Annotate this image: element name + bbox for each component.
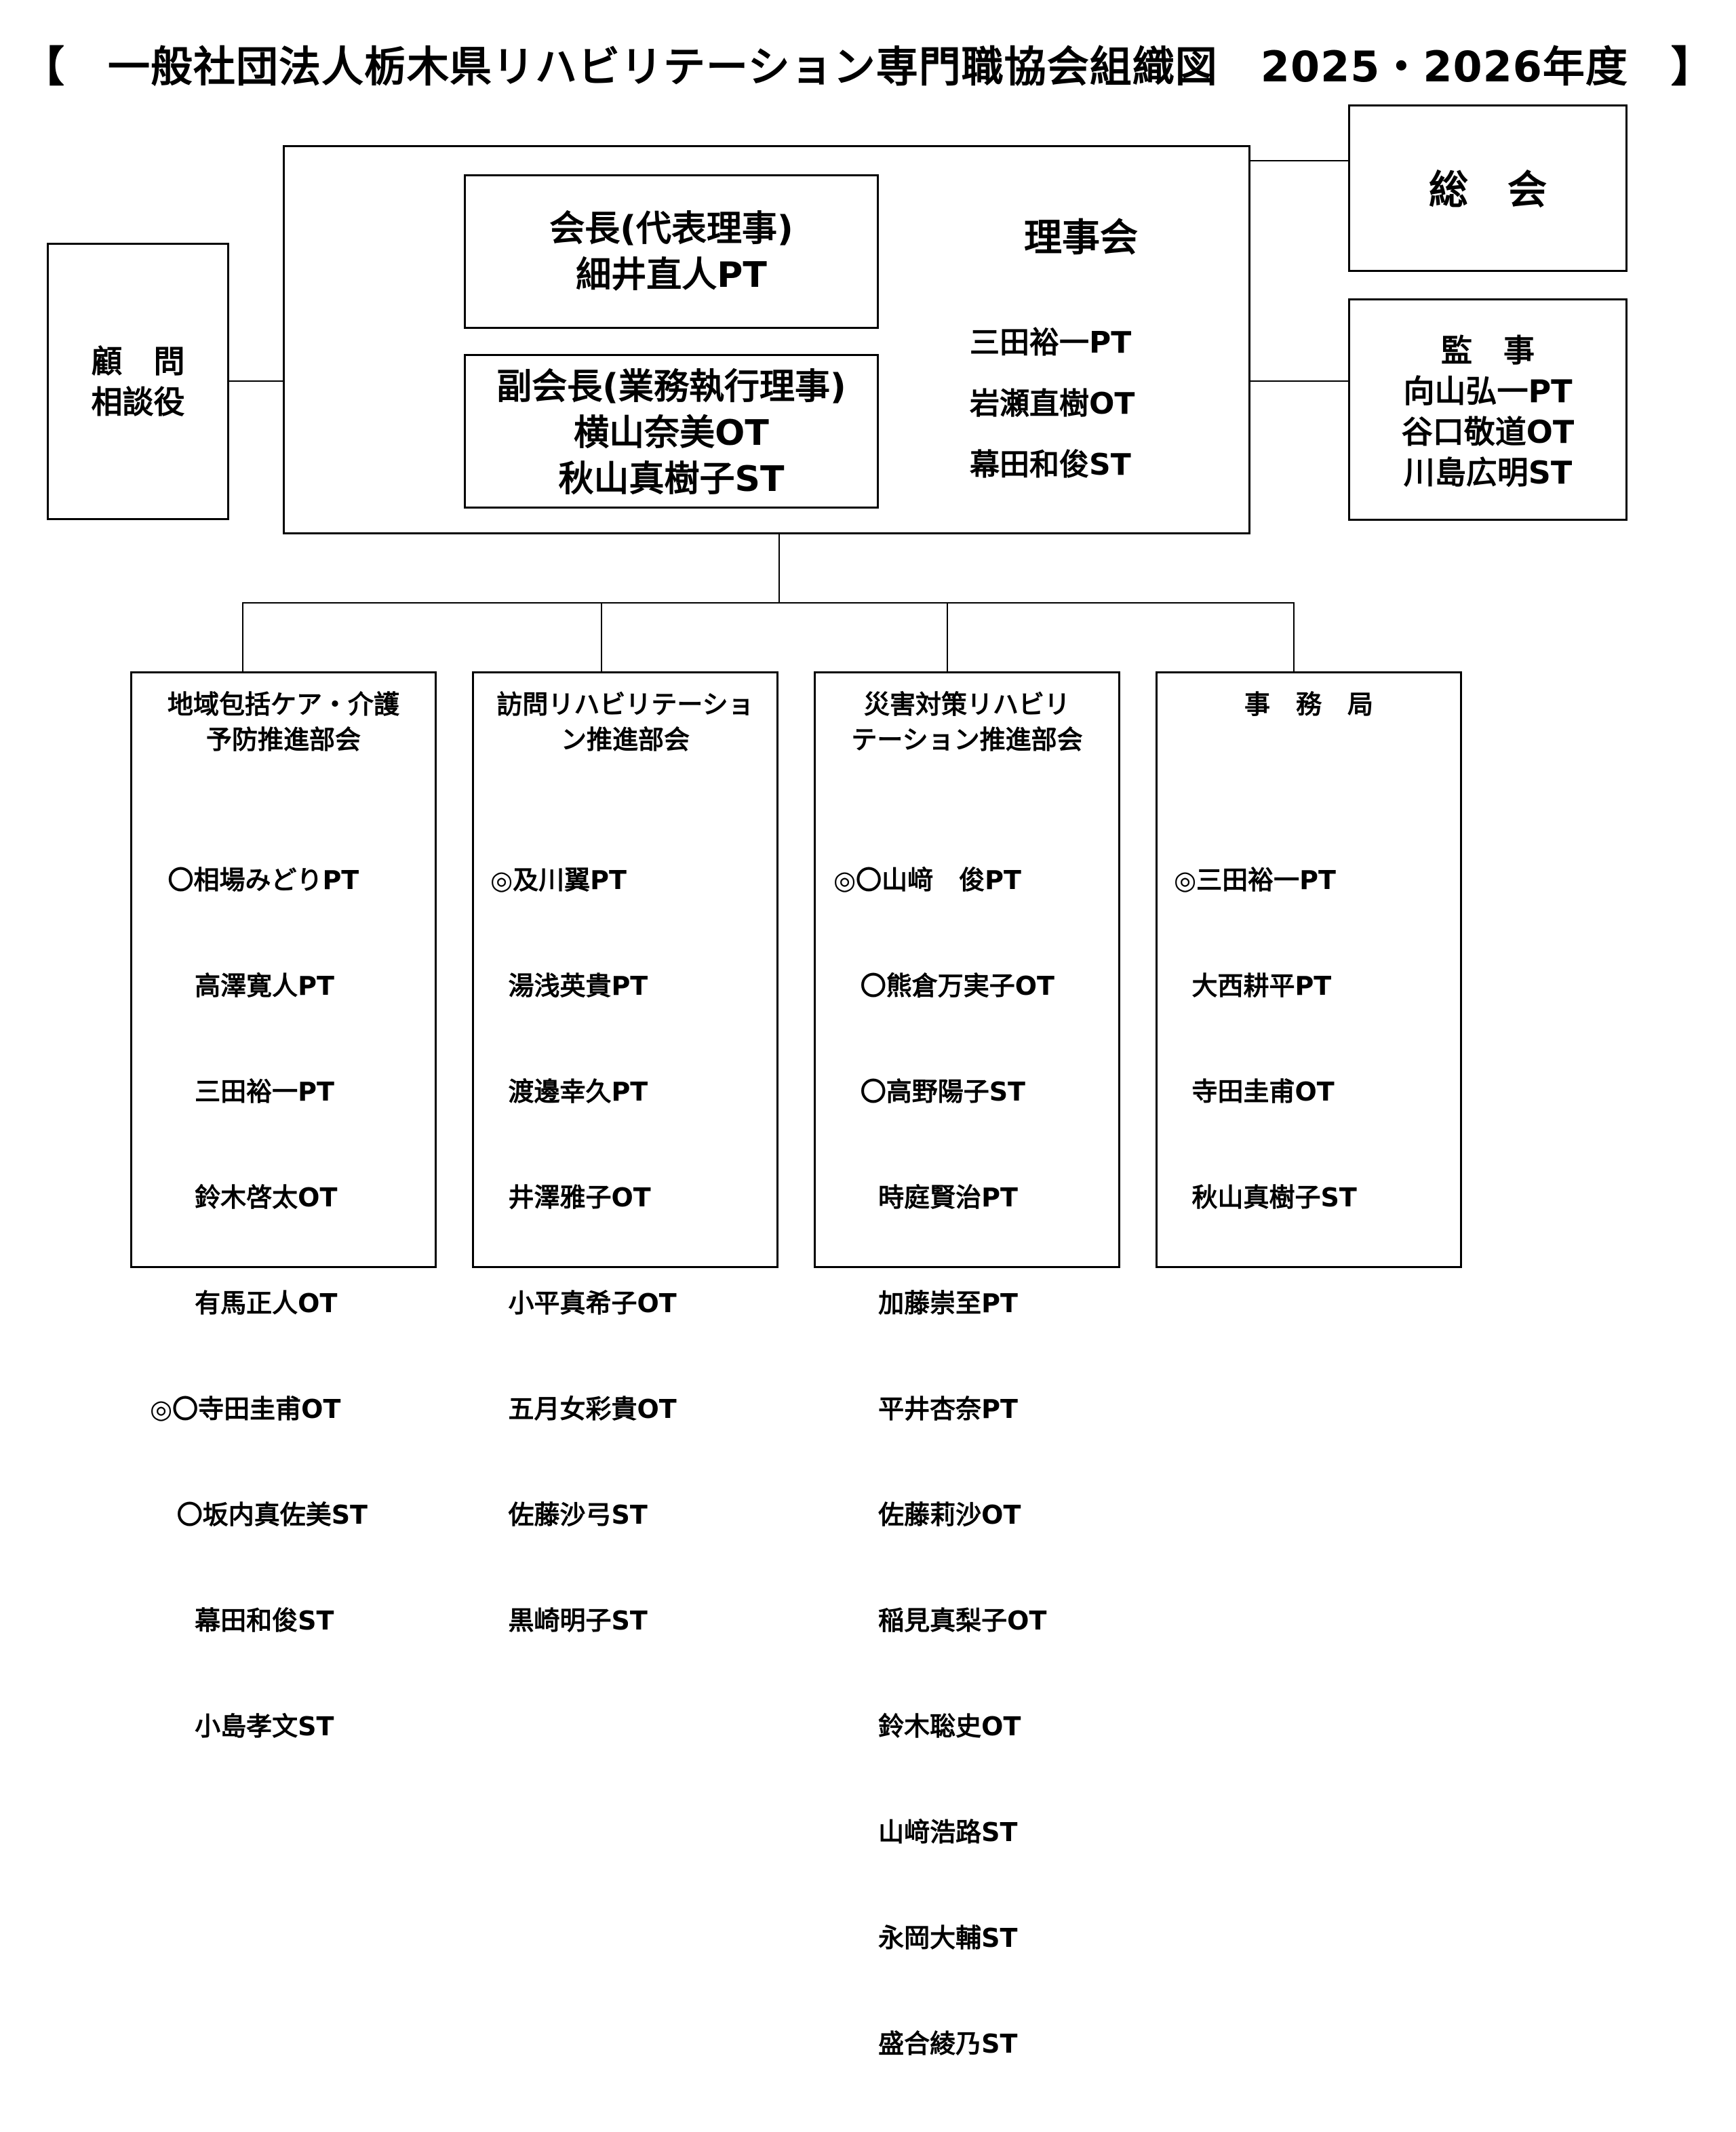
member-name: 佐藤沙弓ST	[490, 1500, 648, 1530]
member-list: ◎及川翼PT 湯浅英貴PT 渡邊幸久PT 井澤雅子OT 小平真希子OT 五月女彩…	[490, 792, 677, 1709]
connector-board-auditors	[1249, 380, 1349, 382]
member-name: ◎及川翼PT	[490, 865, 627, 895]
advisor-box: 顧 問 相談役	[47, 243, 229, 520]
vice-president-name: 横山奈美OT	[574, 413, 769, 454]
department-title: ン推進部会	[560, 725, 690, 755]
member-name: 五月女彩貴OT	[490, 1394, 677, 1424]
member-name: 〇坂内真佐美ST	[150, 1500, 368, 1530]
member-list: ◎〇山﨑 俊PT 〇熊倉万実子OT 〇高野陽子ST 時庭賢治PT 加藤崇至PT …	[833, 792, 1054, 2132]
department-title: テーション推進部会	[851, 725, 1083, 755]
vice-president-role: 副会長(業務執行理事)	[496, 367, 846, 408]
director-name: 岩瀬直樹OT	[970, 387, 1135, 421]
member-name: 〇高野陽子ST	[833, 1077, 1025, 1107]
council-label: 理事会	[1024, 216, 1138, 260]
department-title: 事 務 局	[1244, 690, 1373, 719]
member-name: 黒崎明子ST	[490, 1606, 648, 1636]
member-name: ◎三田裕一PT	[1174, 865, 1336, 895]
member-name: 井澤雅子OT	[490, 1183, 651, 1212]
connector-dept-1	[242, 602, 243, 671]
department-box: 事 務 局 ◎三田裕一PT 大西耕平PT 寺田圭甫OT 秋山真樹子ST	[1156, 671, 1462, 1268]
member-name: 時庭賢治PT	[833, 1183, 1018, 1212]
member-name: ◎〇山﨑 俊PT	[833, 865, 1021, 895]
vice-president-box: 副会長(業務執行理事) 横山奈美OT 秋山真樹子ST	[464, 354, 879, 509]
department-box: 訪問リハビリテーショ ン推進部会 ◎及川翼PT 湯浅英貴PT 渡邊幸久PT 井澤…	[472, 671, 778, 1636]
member-name: 小島孝文ST	[150, 1712, 334, 1741]
member-name: 山﨑浩路ST	[833, 1817, 1018, 1847]
auditor-name: 川島広明ST	[1403, 454, 1573, 491]
member-name: 渡邊幸久PT	[490, 1077, 648, 1107]
member-name: 幕田和俊ST	[150, 1606, 334, 1636]
president-box: 会長(代表理事) 細井直人PT	[464, 174, 879, 329]
member-name: 佐藤莉沙OT	[833, 1500, 1021, 1530]
member-name: 大西耕平PT	[1174, 971, 1332, 1001]
vice-president-name: 秋山真樹子ST	[558, 459, 785, 500]
director-name: 三田裕一PT	[970, 325, 1132, 360]
director-name: 幕田和俊ST	[970, 448, 1131, 482]
general-assembly-label: 総 会	[1428, 167, 1547, 213]
member-name: ◎〇寺田圭甫OT	[150, 1394, 341, 1424]
connector-dept-2	[601, 602, 602, 671]
president-role: 会長(代表理事)	[549, 209, 793, 250]
member-name: 有馬正人OT	[150, 1288, 338, 1318]
department-title: 訪問リハビリテーショ	[496, 690, 754, 719]
general-assembly-box: 総 会	[1348, 104, 1628, 272]
connector-dept-3	[947, 602, 948, 671]
auditor-name: 谷口敬道OT	[1401, 414, 1575, 450]
department-box: 地域包括ケア・介護 予防推進部会 〇相場みどりPT 高澤寛人PT 三田裕一PT …	[130, 671, 437, 1741]
auditors-box: 監 事 向山弘一PT 谷口敬道OT 川島広明ST	[1348, 298, 1628, 521]
member-name: 鈴木聡史OT	[833, 1712, 1021, 1741]
member-name: 三田裕一PT	[150, 1077, 334, 1107]
member-name: 寺田圭甫OT	[1174, 1077, 1335, 1107]
auditors-label: 監 事	[1441, 332, 1535, 369]
connector-board-assembly	[1249, 160, 1349, 161]
department-title: 地域包括ケア・介護	[167, 690, 399, 719]
board-box: 会長(代表理事) 細井直人PT 副会長(業務執行理事) 横山奈美OT 秋山真樹子…	[283, 145, 1250, 534]
member-name: 小平真希子OT	[490, 1288, 677, 1318]
directors-list: 三田裕一PT 岩瀬直樹OT 幕田和俊ST	[970, 313, 1135, 496]
page-title: 【 一般社団法人栃木県リハビリテーション専門職協会組織図 2025・2026年度…	[22, 42, 1714, 92]
department-box: 災害対策リハビリ テーション推進部会 ◎〇山﨑 俊PT 〇熊倉万実子OT 〇高野…	[814, 671, 1120, 2059]
connector-advisor-board	[228, 380, 283, 382]
member-name: 〇相場みどりPT	[150, 865, 359, 895]
member-name: 盛合綾乃ST	[833, 2029, 1018, 2059]
member-name: 〇熊倉万実子OT	[833, 971, 1054, 1001]
member-name: 鈴木啓太OT	[150, 1183, 338, 1212]
member-name: 高澤寛人PT	[150, 971, 334, 1001]
connector-board-down	[778, 533, 780, 602]
member-name: 稲見真梨子OT	[833, 1606, 1047, 1636]
president-name: 細井直人PT	[576, 255, 767, 296]
member-name: 湯浅英貴PT	[490, 971, 648, 1001]
member-list: ◎三田裕一PT 大西耕平PT 寺田圭甫OT 秋山真樹子ST	[1174, 792, 1357, 1286]
counselor-label: 相談役	[91, 384, 185, 420]
member-list: 〇相場みどりPT 高澤寛人PT 三田裕一PT 鈴木啓太OT 有馬正人OT ◎〇寺…	[150, 792, 368, 1815]
member-name: 加藤崇至PT	[833, 1288, 1018, 1318]
member-name: 永岡大輔ST	[833, 1923, 1018, 1953]
department-title: 予防推進部会	[205, 725, 361, 755]
connector-departments-bus	[242, 602, 1295, 604]
advisor-label: 顧 問	[91, 343, 185, 380]
member-name: 秋山真樹子ST	[1174, 1183, 1357, 1212]
department-title: 災害対策リハビリ	[863, 690, 1070, 719]
connector-dept-4	[1293, 602, 1295, 671]
member-name: 平井杏奈PT	[833, 1394, 1018, 1424]
auditor-name: 向山弘一PT	[1403, 373, 1573, 410]
